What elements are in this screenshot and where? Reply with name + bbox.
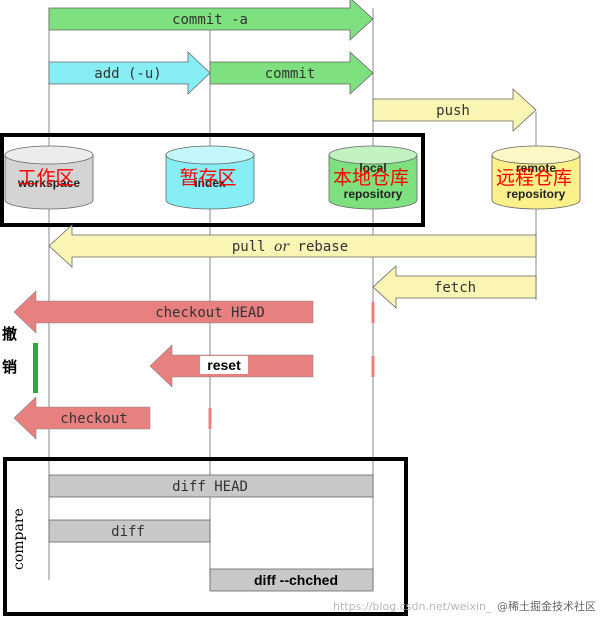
diff-bar: diff: [48, 519, 211, 543]
commit-a-label: commit -a: [172, 12, 248, 28]
local-label-line1: local: [359, 161, 386, 175]
add-label: add (-u): [94, 66, 161, 82]
commit-arrow: commit: [209, 51, 374, 95]
pull-word: pull: [232, 239, 274, 255]
reset-label: reset: [207, 357, 241, 373]
remote-cn-label: 远程仓库: [496, 167, 572, 189]
local-repository-cylinder: local repository 本地仓库: [328, 145, 418, 210]
undo-label-1: 撤: [2, 325, 17, 343]
checkout-label: checkout: [60, 411, 127, 427]
workspace-cylinder: workspace 工作区: [4, 145, 94, 210]
reset-arrow: reset: [149, 344, 314, 388]
local-stores-highlight-box: [0, 133, 425, 227]
undo-label-2: 销: [2, 358, 17, 376]
diff-label: diff: [111, 524, 145, 540]
local-cn-label: 本地仓库: [333, 167, 409, 189]
diff-cached-label: diff --chched: [254, 572, 338, 588]
checkout-head-label: checkout HEAD: [155, 305, 265, 321]
index-cylinder: index 暂存区: [165, 145, 255, 210]
watermark-site: @稀土掘金技术社区: [497, 599, 596, 613]
remote-label-line2: repository: [507, 187, 566, 201]
push-label: push: [436, 103, 470, 119]
diff-cached-bar: diff --chched: [209, 568, 374, 592]
diff-head-label: diff HEAD: [172, 479, 248, 495]
diff-head-bar: diff HEAD: [48, 474, 374, 498]
push-arrow: push: [372, 88, 537, 132]
watermark-url: https://blog.csdn.net/weixin_: [333, 600, 492, 613]
fetch-arrow: fetch: [372, 265, 537, 309]
checkout-head-arrow: checkout HEAD: [13, 290, 314, 334]
workspace-cn-label: 工作区: [17, 167, 74, 189]
commit-a-arrow: commit -a: [48, 0, 374, 41]
pull-rebase-label: pull or rebase: [232, 239, 348, 255]
checkout-arrow: checkout: [13, 396, 151, 440]
local-label-line2: repository: [344, 187, 403, 201]
index-label: index: [194, 176, 226, 190]
index-cn-label: 暂存区: [179, 167, 236, 189]
or-word: or: [274, 239, 290, 255]
add-arrow: add (-u): [48, 51, 211, 95]
pull-rebase-arrow: pull or rebase: [48, 224, 537, 268]
workspace-label: workspace: [17, 176, 80, 190]
reset-label-bg: [200, 356, 248, 374]
undo-green-bar: [33, 343, 38, 393]
commit-label: commit: [265, 66, 316, 82]
remote-label-line1: remote: [516, 161, 556, 175]
remote-repository-cylinder: remote repository 远程仓库: [491, 145, 581, 210]
compare-highlight-box: [3, 457, 408, 616]
compare-label: compare: [11, 508, 27, 570]
rebase-word: rebase: [289, 239, 348, 255]
fetch-label: fetch: [434, 280, 476, 296]
